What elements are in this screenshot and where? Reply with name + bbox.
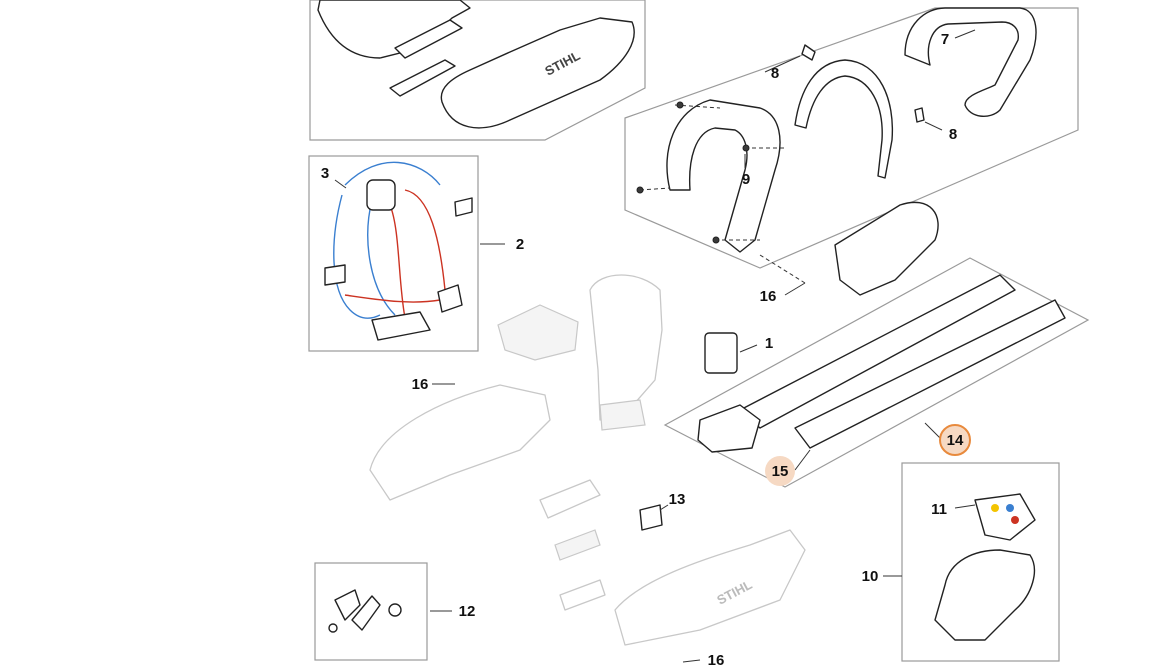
callout-8-top[interactable]: 8 <box>771 65 779 82</box>
callout-7[interactable]: 7 <box>941 31 949 48</box>
brand-logo-bottom: STIHL <box>714 577 754 608</box>
callout-16-upper[interactable]: 16 <box>760 288 777 305</box>
rear-handle-top <box>904 7 1037 117</box>
connector-part <box>454 197 473 217</box>
motor-cap-part <box>366 179 396 211</box>
callout-10[interactable]: 10 <box>862 568 879 585</box>
latch-part <box>334 589 361 621</box>
warning-label-part <box>974 493 1036 541</box>
callout-13[interactable]: 13 <box>669 491 686 508</box>
motor-part <box>704 332 738 374</box>
callout-3[interactable]: 3 <box>321 165 329 182</box>
callout-14[interactable]: 14 <box>947 432 964 449</box>
blade-panel <box>663 201 1090 488</box>
callout-16-left[interactable]: 16 <box>412 376 429 393</box>
lever-part <box>351 595 381 631</box>
callout-16-bottom[interactable]: 16 <box>708 652 725 667</box>
switch-slider-part <box>389 59 456 97</box>
housing-half-left <box>317 0 471 59</box>
hand-guard-panel <box>901 462 1060 662</box>
handle-panel <box>624 7 1079 284</box>
callout-11[interactable]: 11 <box>931 501 947 518</box>
side-switch-part <box>324 264 346 286</box>
terminal-block <box>371 311 431 341</box>
red-wire <box>389 204 406 319</box>
screw-set <box>636 101 785 244</box>
housing-panel: STIHL <box>309 0 646 141</box>
callout-9[interactable]: 9 <box>742 171 750 188</box>
blue-wire-loop <box>333 194 381 319</box>
callout-12[interactable]: 12 <box>459 603 476 620</box>
spring-part <box>388 603 402 617</box>
svg-text:STIHL: STIHL <box>714 577 754 608</box>
clip-part-top <box>801 44 816 61</box>
switch-module <box>437 284 463 313</box>
hand-guard-lower <box>934 549 1036 641</box>
front-handle <box>666 99 781 253</box>
hand-guard-upper <box>834 201 939 296</box>
wiring-panel <box>308 155 479 352</box>
callout-15-highlight <box>765 456 795 486</box>
callout-14-highlight <box>939 424 971 456</box>
blade-guard <box>794 299 1066 449</box>
callout-15[interactable]: 15 <box>772 463 789 480</box>
callout-2[interactable]: 2 <box>516 236 524 253</box>
gear-housing <box>697 404 761 453</box>
bow-handle <box>794 59 894 179</box>
part-13 <box>639 504 663 531</box>
small-parts-panel <box>314 562 428 661</box>
callout-8-right[interactable]: 8 <box>949 126 957 143</box>
callout-1[interactable]: 1 <box>765 335 773 352</box>
clip-part-right <box>914 107 925 123</box>
housing-cover-strip <box>394 19 463 59</box>
housing-half-right <box>440 17 635 129</box>
rear-handle-part <box>904 7 1037 117</box>
leader-lines <box>334 29 976 663</box>
